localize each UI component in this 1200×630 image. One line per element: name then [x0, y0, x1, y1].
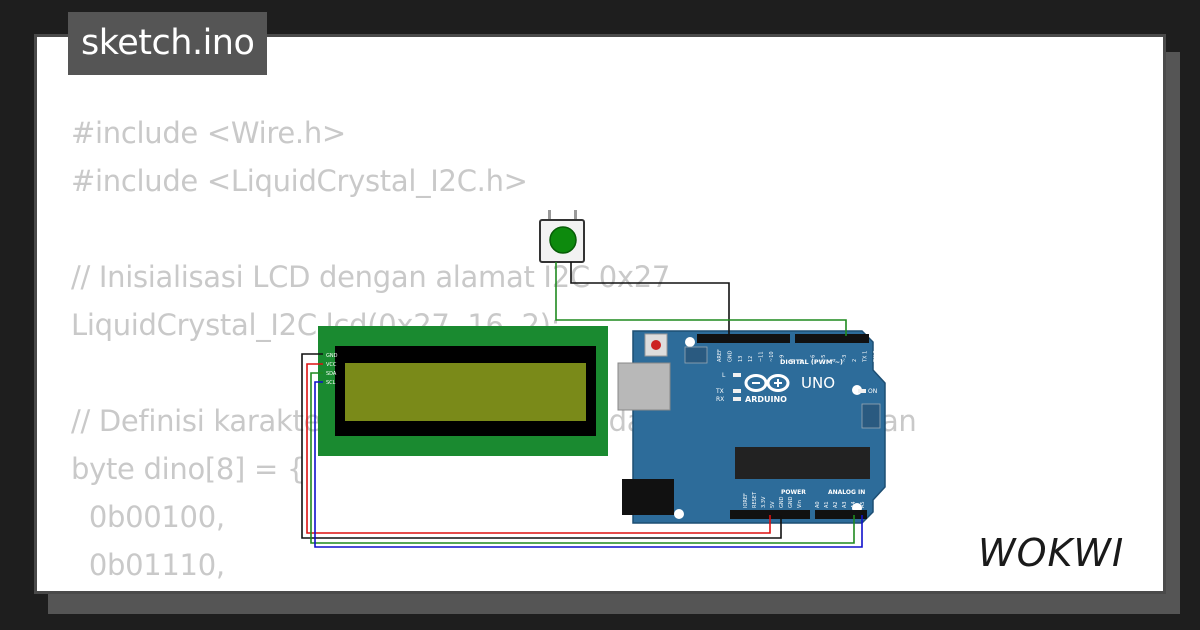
power-label: POWER — [781, 489, 806, 496]
lcd-pin-vcc: VCC — [326, 362, 337, 368]
power-pin-label-3: 5V — [770, 501, 776, 508]
atmega-chip — [735, 447, 870, 479]
wire-button-d2 — [555, 262, 847, 336]
arduino-uno[interactable]: L TX RX ON UNO ARDUINO DIGITAL (PWM ~) P… — [617, 330, 886, 524]
pushbutton[interactable] — [539, 210, 585, 263]
top-pin-label-11: 4 — [831, 359, 837, 362]
usb-port — [617, 362, 671, 411]
top-pin-label-9: ~6 — [811, 355, 817, 362]
top-pin-label-0: AREF — [717, 349, 723, 362]
power-pin-label-5: GND — [788, 496, 794, 508]
lcd-pin-sda: SDA — [326, 371, 337, 377]
analog-pin-label-1: A1 — [824, 501, 830, 508]
lcd-screen — [345, 363, 586, 421]
code-line: byte dino[8] = { — [71, 452, 306, 486]
wokwi-logo: WOKWI — [978, 531, 1124, 575]
wokwi-logo-text: WOKWI — [978, 531, 1124, 575]
code-line: 0b01110, — [71, 548, 225, 582]
led-rx-label: RX — [716, 396, 724, 403]
code-line: 0b00100, — [71, 500, 225, 534]
top-pin-label-14: TX 1 — [863, 351, 869, 363]
analog-pin-label-5: A5 — [860, 501, 866, 508]
analog-pin-label-0: A0 — [815, 501, 821, 508]
wire-lcd-scl — [314, 381, 863, 548]
led-tx-label: TX — [715, 388, 724, 395]
arduino-logo-icon — [744, 374, 790, 392]
top-pin-label-1: GND — [727, 350, 733, 362]
header-digital-low — [795, 334, 869, 343]
header-power — [730, 510, 810, 519]
top-pin-label-7: 8 — [790, 359, 796, 362]
header-digital-high — [697, 334, 790, 343]
top-pin-label-5: ~10 — [769, 351, 775, 362]
lcd-module[interactable]: GND VCC SDA SCL — [318, 326, 608, 456]
top-pin-label-6: ~9 — [779, 355, 785, 362]
code-card: #include <Wire.h> #include <LiquidCrystal… — [34, 34, 1166, 594]
analog-pin-label-4: A4 — [851, 501, 857, 508]
wire-lcd-sda — [310, 372, 855, 544]
top-pin-label-8: 7 — [800, 359, 806, 362]
lcd-pin-scl: SCL — [326, 380, 336, 386]
top-pin-label-2: 13 — [738, 356, 744, 362]
code-line: #include <Wire.h> — [71, 116, 346, 150]
code-line: #include <LiquidCrystal_I2C.h> — [71, 164, 528, 198]
analog-pin-label-2: A2 — [833, 501, 839, 508]
top-pin-label-10: ~5 — [821, 355, 827, 362]
digital-header-label: DIGITAL (PWM ~) — [780, 358, 843, 366]
top-pin-labels: AREF GND 13 12 ~11 ~10 ~9 8 7 ~6 ~5 4 ~3 2 TX 1 RX 0 — [717, 349, 879, 363]
file-tab[interactable]: sketch.ino — [68, 12, 268, 75]
analog-label: ANALOG IN — [828, 489, 865, 496]
power-pin-label-1: RESET — [752, 491, 758, 508]
code-line: // Inisialisasi LCD dengan alamat I2C 0x… — [71, 260, 671, 294]
on-label: ON — [868, 388, 877, 395]
lcd-pin-labels: GND VCC SDA SCL — [326, 353, 338, 386]
analog-pin-label-3: A3 — [842, 501, 848, 508]
power-jack — [622, 479, 674, 515]
top-pin-label-4: ~11 — [759, 351, 765, 362]
top-pin-label-12: ~3 — [842, 355, 848, 362]
arduino-brand-label: ARDUINO — [745, 395, 787, 404]
power-pin-label-4: GND — [779, 496, 785, 508]
wire-lcd-vcc — [306, 363, 771, 534]
wire-lcd-gnd — [301, 353, 782, 539]
lcd-pin-gnd: GND — [326, 353, 338, 359]
header-analog — [815, 510, 867, 519]
uno-label: UNO — [801, 374, 835, 392]
top-pin-label-13: 2 — [852, 359, 858, 362]
wire-button-gnd — [570, 262, 730, 336]
power-pin-label-6: Vin — [797, 500, 803, 508]
top-pin-label-3: 12 — [748, 356, 754, 362]
top-pin-label-15: RX 0 — [873, 350, 879, 362]
button-cap — [549, 226, 577, 254]
power-pin-label-0: IOREF — [743, 493, 749, 508]
led-l-label: L — [722, 372, 726, 379]
wires — [301, 262, 863, 548]
power-pin-label-2: 3.3V — [761, 496, 767, 508]
